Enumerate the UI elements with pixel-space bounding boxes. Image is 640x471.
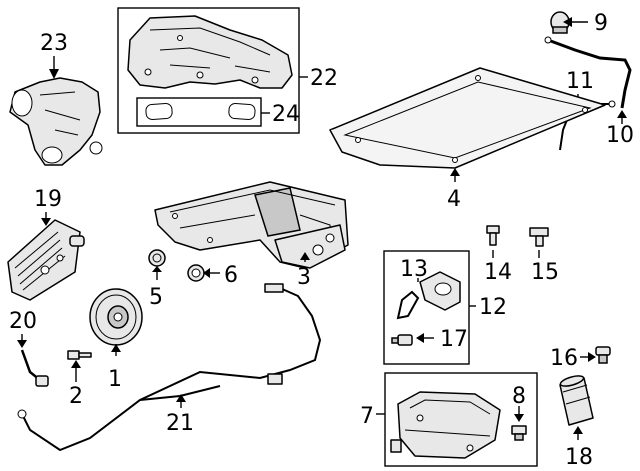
- callout-10: 10: [606, 123, 634, 148]
- callout-13: 13: [400, 257, 428, 282]
- gasket-box: [136, 97, 262, 127]
- callout-21: 21: [166, 411, 194, 436]
- callout-5: 5: [149, 285, 163, 310]
- callout-8: 8: [512, 384, 526, 409]
- callout-2: 2: [69, 384, 83, 409]
- callout-18: 18: [565, 445, 593, 470]
- callout-20: 20: [9, 309, 37, 334]
- drain-plug-secondary: [390, 439, 402, 453]
- plug[interactable]: [148, 249, 166, 267]
- intake-manifold-box: [117, 7, 300, 134]
- seal[interactable]: [187, 264, 205, 282]
- callout-19: 19: [34, 187, 62, 212]
- lower-oil-pan[interactable]: [397, 391, 501, 459]
- callout-17: 17: [440, 327, 468, 352]
- bolt[interactable]: [486, 225, 500, 246]
- pickup-tube[interactable]: [396, 290, 420, 320]
- oil-pump-assembly[interactable]: [419, 271, 461, 311]
- callout-4: 4: [447, 187, 461, 212]
- oil-pump-box: [383, 250, 470, 365]
- callout-9: 9: [594, 11, 608, 36]
- callout-6: 6: [224, 263, 238, 288]
- callout-16: 16: [550, 346, 578, 371]
- upper-oil-pan[interactable]: [154, 181, 349, 269]
- callout-14: 14: [484, 260, 512, 285]
- heater-element[interactable]: [20, 349, 49, 387]
- stud[interactable]: [529, 227, 549, 247]
- intake-manifold[interactable]: [127, 15, 293, 89]
- drain-plug[interactable]: [511, 425, 527, 441]
- callout-11: 11: [566, 69, 594, 94]
- oil-cooler[interactable]: [7, 219, 85, 301]
- callout-24: 24: [272, 102, 300, 127]
- skid-plate-shield[interactable]: [329, 67, 606, 169]
- intake-manifold-group: 22 24: [117, 7, 338, 134]
- callout-1: 1: [108, 367, 122, 392]
- pulley-bolt[interactable]: [67, 350, 92, 360]
- crankshaft-pulley[interactable]: [89, 288, 143, 346]
- oil-level-sensor[interactable]: [391, 334, 413, 346]
- lower-oil-pan-box: [384, 372, 538, 467]
- callout-7: 7: [360, 404, 374, 429]
- callout-3: 3: [297, 265, 311, 290]
- oil-pressure-sensor[interactable]: [595, 346, 611, 364]
- manifold-gaskets[interactable]: [145, 103, 256, 120]
- oil-filter[interactable]: [559, 374, 594, 426]
- callout-23: 23: [40, 31, 68, 56]
- callout-22: 22: [310, 66, 338, 91]
- thermostat-housing[interactable]: [9, 77, 103, 166]
- callout-15: 15: [531, 260, 559, 285]
- callout-12: 12: [479, 295, 507, 320]
- dipstick-tube[interactable]: [544, 36, 632, 109]
